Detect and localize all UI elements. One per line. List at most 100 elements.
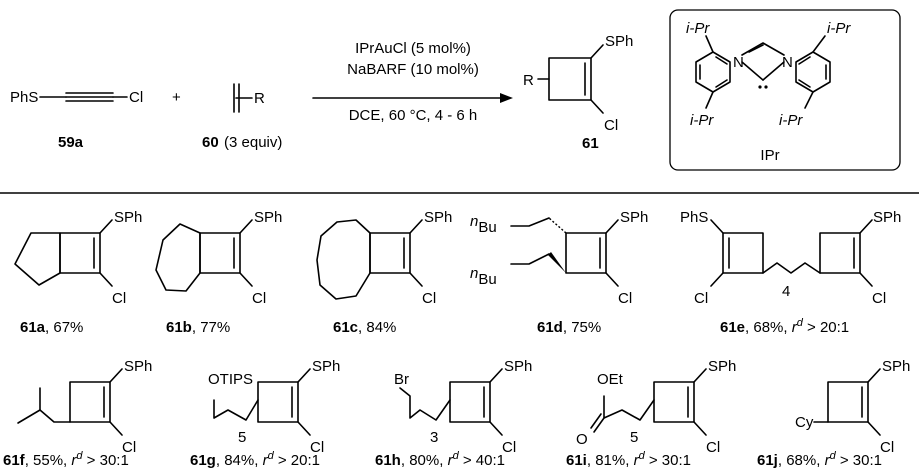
product-caption: 61h, 80%, rd > 40:1 xyxy=(375,450,505,469)
alkyl-chain xyxy=(213,399,259,421)
cl-label: Cl xyxy=(422,290,436,307)
wedge-bond xyxy=(548,252,566,273)
reaction-arrow-group: IPrAuCl (5 mol%) NaBARF (10 mol%) DCE, 6… xyxy=(312,40,513,124)
sph-label: SPh xyxy=(873,209,901,226)
carbene-lone-pair xyxy=(764,85,768,89)
sph-label: SPh xyxy=(882,358,910,375)
hashed-bond xyxy=(548,217,567,234)
product-caption: 61j, 68%, rd > 30:1 xyxy=(757,450,882,469)
isobutyl-chain xyxy=(17,409,71,424)
chain-count: 4 xyxy=(782,283,790,300)
cl-label: Cl xyxy=(310,439,324,456)
butyl-label: nBu xyxy=(470,213,497,236)
phs-label: PhS xyxy=(10,89,38,106)
r-substituent: R xyxy=(254,90,265,107)
plus-sign: + xyxy=(172,89,181,106)
cl-label: Cl xyxy=(618,290,632,307)
left-aryl-ring xyxy=(695,51,731,93)
bond xyxy=(741,61,764,81)
reagent-60: R 60 (3 equiv) xyxy=(202,83,282,151)
aromatic-bond xyxy=(798,79,811,88)
bond xyxy=(590,44,604,59)
ipr-label: i-Pr xyxy=(779,112,803,129)
carbene-lone-pair xyxy=(758,85,762,89)
bond xyxy=(409,219,423,234)
condition-additive: NaBARF (10 mol%) xyxy=(347,61,479,78)
product-61i: SPh Cl 5 O OEt 61i, 81%, rd > 30:1 xyxy=(566,358,736,469)
alkyl-chain xyxy=(603,395,655,421)
cyclobutane-ring xyxy=(653,381,695,423)
bond xyxy=(109,368,123,383)
bond xyxy=(705,91,714,109)
reagent-59a: PhS Cl 59a xyxy=(10,89,143,151)
nitrogen-right: N xyxy=(782,54,793,71)
compound-label-61: 61 xyxy=(582,135,599,152)
product-61e: PhS Cl 4 SPh Cl 61e, 68%, rd > 20:1 xyxy=(680,209,901,336)
product-caption: 61c, 84% xyxy=(333,319,396,336)
bond xyxy=(859,219,873,234)
condition-solvent: DCE, 60 °C, 4 - 6 h xyxy=(349,107,478,124)
cyclobutane-ring xyxy=(257,381,299,423)
butyl-chain xyxy=(510,217,550,227)
bond xyxy=(99,272,113,287)
bond xyxy=(867,368,881,383)
sph-label: SPh xyxy=(312,358,340,375)
product-61b: SPh Cl 61b, 77% xyxy=(155,209,282,336)
alkyl-chain xyxy=(762,262,821,274)
nitrogen-left: N xyxy=(733,54,744,71)
cl-label: Cl xyxy=(880,439,894,456)
product-caption: 61b, 77% xyxy=(166,319,230,336)
cyclobutene-ring xyxy=(199,232,241,274)
group-label: Br xyxy=(394,371,409,388)
cyclobutene-ring xyxy=(369,232,411,274)
cl-label: Cl xyxy=(872,290,886,307)
imidazole-backbone xyxy=(741,42,785,56)
bond xyxy=(297,368,311,383)
group-label: OTIPS xyxy=(208,371,253,388)
bond xyxy=(693,368,707,383)
product-61c: SPh Cl 61c, 84% xyxy=(316,209,452,336)
group-label: OEt xyxy=(597,371,624,388)
sph-label: SPh xyxy=(254,209,282,226)
product-caption: 61i, 81%, rd > 30:1 xyxy=(566,450,691,469)
bond xyxy=(409,272,423,287)
right-aryl-ring xyxy=(795,51,831,93)
cyclooctane-ring xyxy=(316,219,371,300)
ipr-label: i-Pr xyxy=(686,20,710,37)
chain-count: 3 xyxy=(430,429,438,446)
product-caption: 61g, 84%, rd > 20:1 xyxy=(190,450,320,469)
cyclobutane-ring xyxy=(69,381,111,423)
bond xyxy=(605,219,619,234)
ligand-frame xyxy=(669,9,901,171)
double-bond-line xyxy=(748,44,764,53)
cl-label: Cl xyxy=(252,290,266,307)
compound-label-60: 60 xyxy=(202,134,219,151)
ipr-label: i-Pr xyxy=(690,112,714,129)
product-61f: SPh Cl 61f, 55%, rd > 30:1 xyxy=(3,358,152,469)
butyl-label: nBu xyxy=(470,265,497,288)
cyclobutene-ring xyxy=(819,232,861,274)
bond xyxy=(605,272,619,287)
bond xyxy=(762,61,785,81)
equiv-label: (3 equiv) xyxy=(224,134,282,151)
group-label: Cy xyxy=(795,414,814,431)
product-61h: SPh Cl 3 Br 61h, 80%, rd > 40:1 xyxy=(375,358,532,469)
aromatic-bond xyxy=(798,56,811,65)
cl-label: Cl xyxy=(502,439,516,456)
chain-count: 5 xyxy=(238,429,246,446)
product-61g: SPh Cl 5 OTIPS 61g, 84%, rd > 20:1 xyxy=(190,358,340,469)
cyclobutane-ring xyxy=(827,381,869,423)
cyclopentane-ring xyxy=(14,232,61,286)
chain-count: 5 xyxy=(630,429,638,446)
ligand-name: IPr xyxy=(760,147,779,164)
bond xyxy=(693,421,707,436)
bond xyxy=(710,219,724,234)
sph-label: SPh xyxy=(605,33,633,50)
compound-label-59a: 59a xyxy=(58,134,84,151)
cl-label: Cl xyxy=(122,439,136,456)
bond xyxy=(705,35,714,53)
cl-label: Cl xyxy=(694,290,708,307)
product-61j: SPh Cl Cy 61j, 68%, rd > 30:1 xyxy=(757,358,910,469)
cl-label: Cl xyxy=(112,290,126,307)
